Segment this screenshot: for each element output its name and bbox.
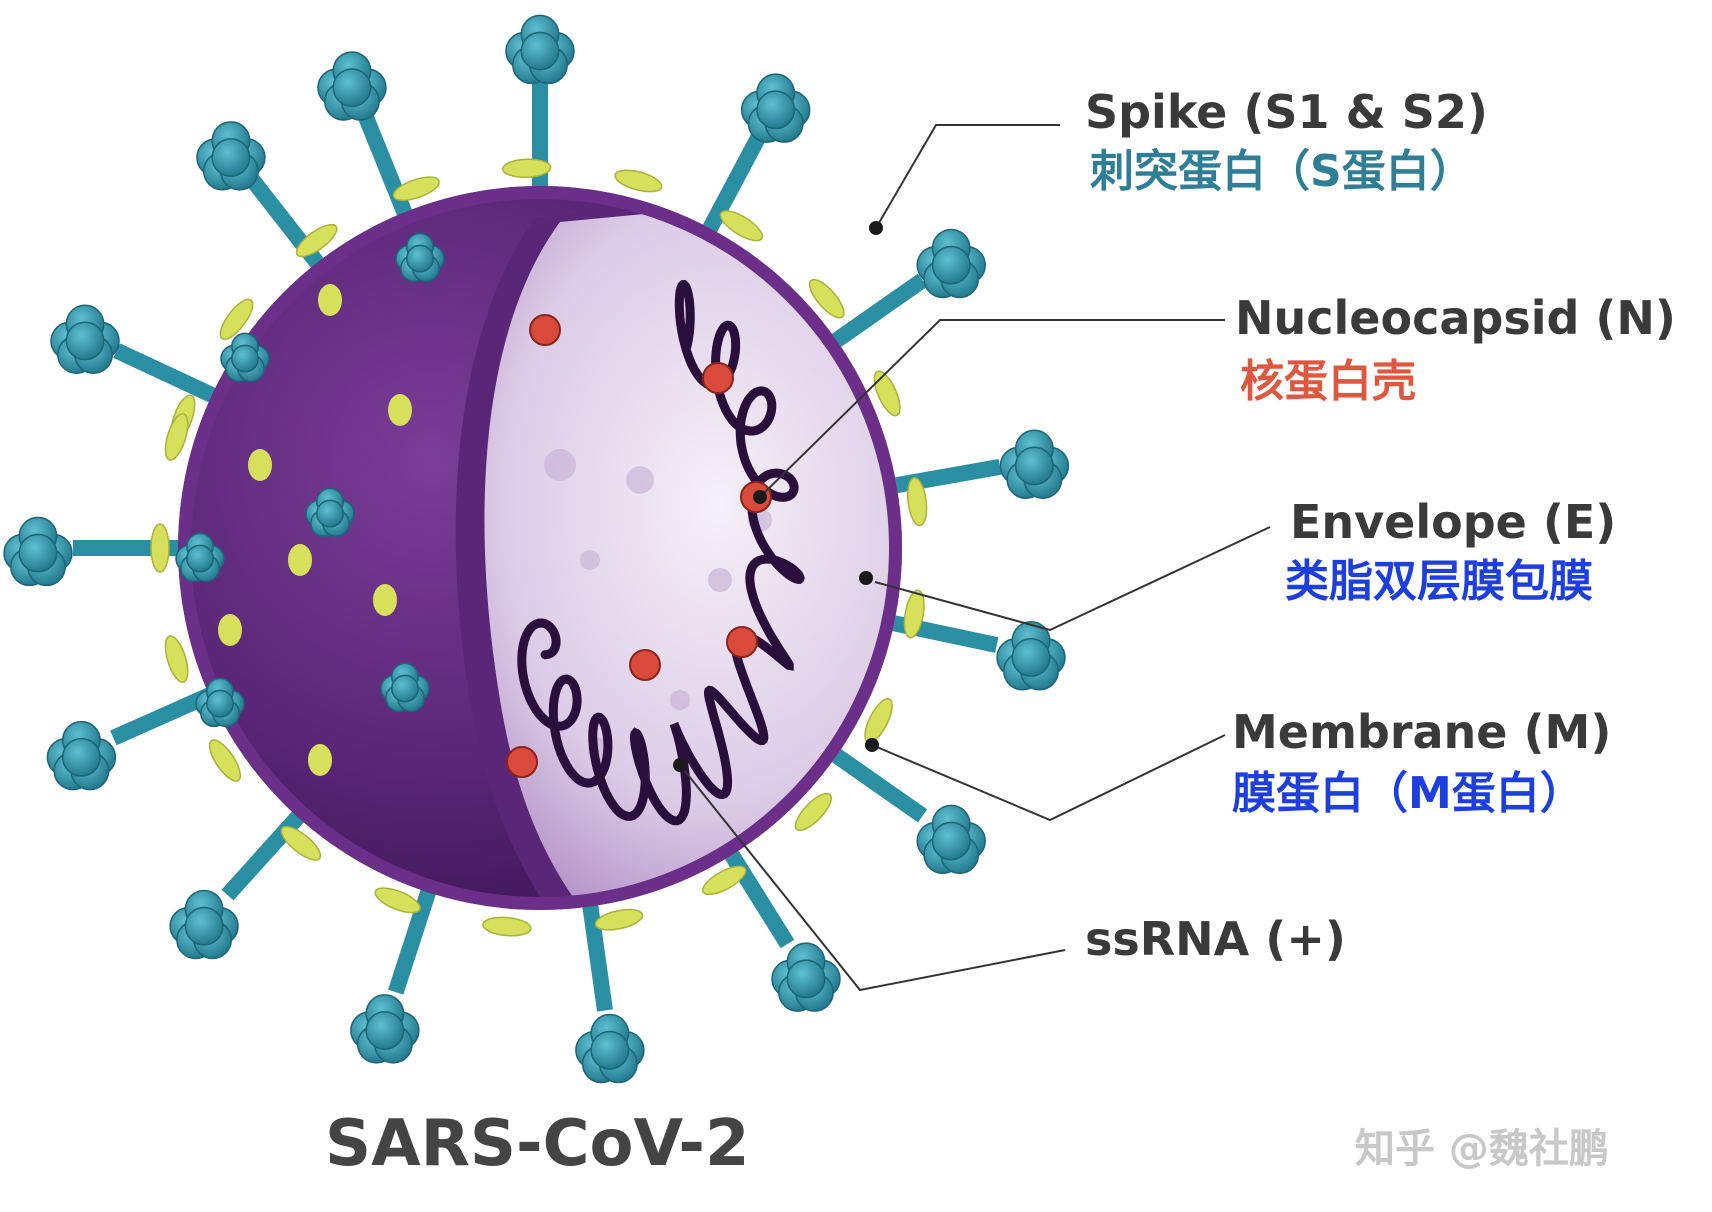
envelope-protein [808,278,845,319]
membrane-protein-dot [318,284,342,316]
nucleocapsid-bead [506,746,538,778]
membrane-protein-dot [388,394,412,426]
spike-protein [698,73,811,241]
surface-spike-icon [195,677,245,728]
membrane-protein-dot [288,544,312,576]
ssrna-coil [517,279,805,826]
envelope-protein [702,865,747,896]
spike-head-icon [916,228,986,299]
spike-head-icon [46,720,117,791]
envelope-protein [295,223,338,258]
spike-pointer-dot [869,221,883,235]
spike-protein [350,880,439,1064]
envelope-protein [208,739,242,782]
envelope-protein [219,298,254,340]
spike-head-icon [3,516,73,587]
envelope-protein [164,635,189,683]
spike-protein [3,516,188,587]
spike-protein [885,429,1070,499]
spike-protein [317,51,416,225]
nucleocapsid-bead [726,626,758,658]
leader-dots [673,221,883,772]
interior-particles [544,449,772,762]
spike-head-icon [999,429,1070,499]
membrane-label-cn: 膜蛋白（M蛋白） [1232,768,1584,819]
envelope-protein [150,523,170,573]
membrane-protein-dot [218,614,242,646]
diagram-title: SARS-CoV-2 [325,1107,749,1181]
spike-protein [823,743,986,875]
nucleocapsid-leader-line [759,319,1225,498]
spike-head-icon [575,1013,645,1084]
nucleocapsid-bead [702,362,734,394]
envelope-label-en: Envelope (E) [1290,495,1616,549]
spike-protein-group [3,14,1070,1084]
spike-protein [196,121,330,276]
surface-spike-icon [175,532,225,583]
envelope-protein [903,589,925,639]
envelope-pointer-dot [859,571,873,585]
spike-head-icon [350,994,420,1064]
spike-head-icon [771,942,841,1012]
envelope-protein [614,169,663,193]
spike-head-icon [169,889,239,960]
surface-spike-icon [305,487,355,538]
spike-head-icon [916,804,986,875]
spike-head-icon [50,304,120,374]
membrane-protein-dot [373,584,397,616]
envelope-protein [794,792,832,832]
spike-protein [46,683,222,791]
spike-protein [169,804,311,960]
membrane-pointer-dot [865,738,879,752]
envelope-protein-group [150,158,928,937]
spike-leader-line [875,124,1060,229]
leader-lines [679,124,1271,992]
spike-protein [505,14,575,196]
envelope-protein [873,370,901,417]
surface-spike-icon [380,662,430,713]
spike-protein [882,613,1066,691]
envelope-label-cn: 类脂双层膜包膜 [1285,556,1593,607]
envelope-protein [374,887,421,914]
spike-head-icon [996,621,1066,691]
surface-proteins [175,232,445,776]
envelope-protein [594,908,644,931]
membrane-label-en: Membrane (M) [1232,705,1611,759]
membrane-leader-line [871,734,1226,822]
envelope-protein [907,477,928,527]
watermark: 知乎 @魏社鹏 [1355,1126,1609,1172]
surface-spike-icon [220,332,270,383]
envelope-protein [392,176,440,202]
spike-protein [823,228,986,353]
nucleocapsid-bead [629,649,661,681]
surface-spike-icon [395,232,445,283]
envelope-protein [164,413,189,461]
spike-protein [50,304,225,407]
nucleocapsid-beads [506,314,772,778]
spike-head-icon [317,51,387,121]
envelope-protein [502,158,552,179]
spike-protein [575,895,645,1084]
ssrna-pointer-dot [673,758,687,772]
ssrna-leader-line [679,764,1066,992]
envelope-leader-line [874,526,1271,632]
nucleocapsid-bead [529,314,561,346]
nucleocapsid-label-en: Nucleocapsid (N) [1235,291,1676,345]
spike-protein [719,842,841,1012]
envelope-protein [280,825,322,861]
spike-label-cn: 刺突蛋白（S蛋白） [1090,146,1474,197]
nucleocapsid-label-cn: 核蛋白壳 [1240,356,1416,407]
spike-label-en: Spike (S1 & S2) [1085,85,1488,139]
envelope-protein [482,916,532,937]
ssrna-label: ssRNA (+) [1085,912,1346,966]
nucleocapsid-pointer-dot [753,490,767,504]
spike-head-icon [740,73,811,143]
membrane-protein-dot [308,744,332,776]
envelope-protein [719,210,764,242]
spike-head-icon [196,121,266,191]
spike-head-icon [505,14,575,85]
membrane-protein-dot [248,449,272,481]
